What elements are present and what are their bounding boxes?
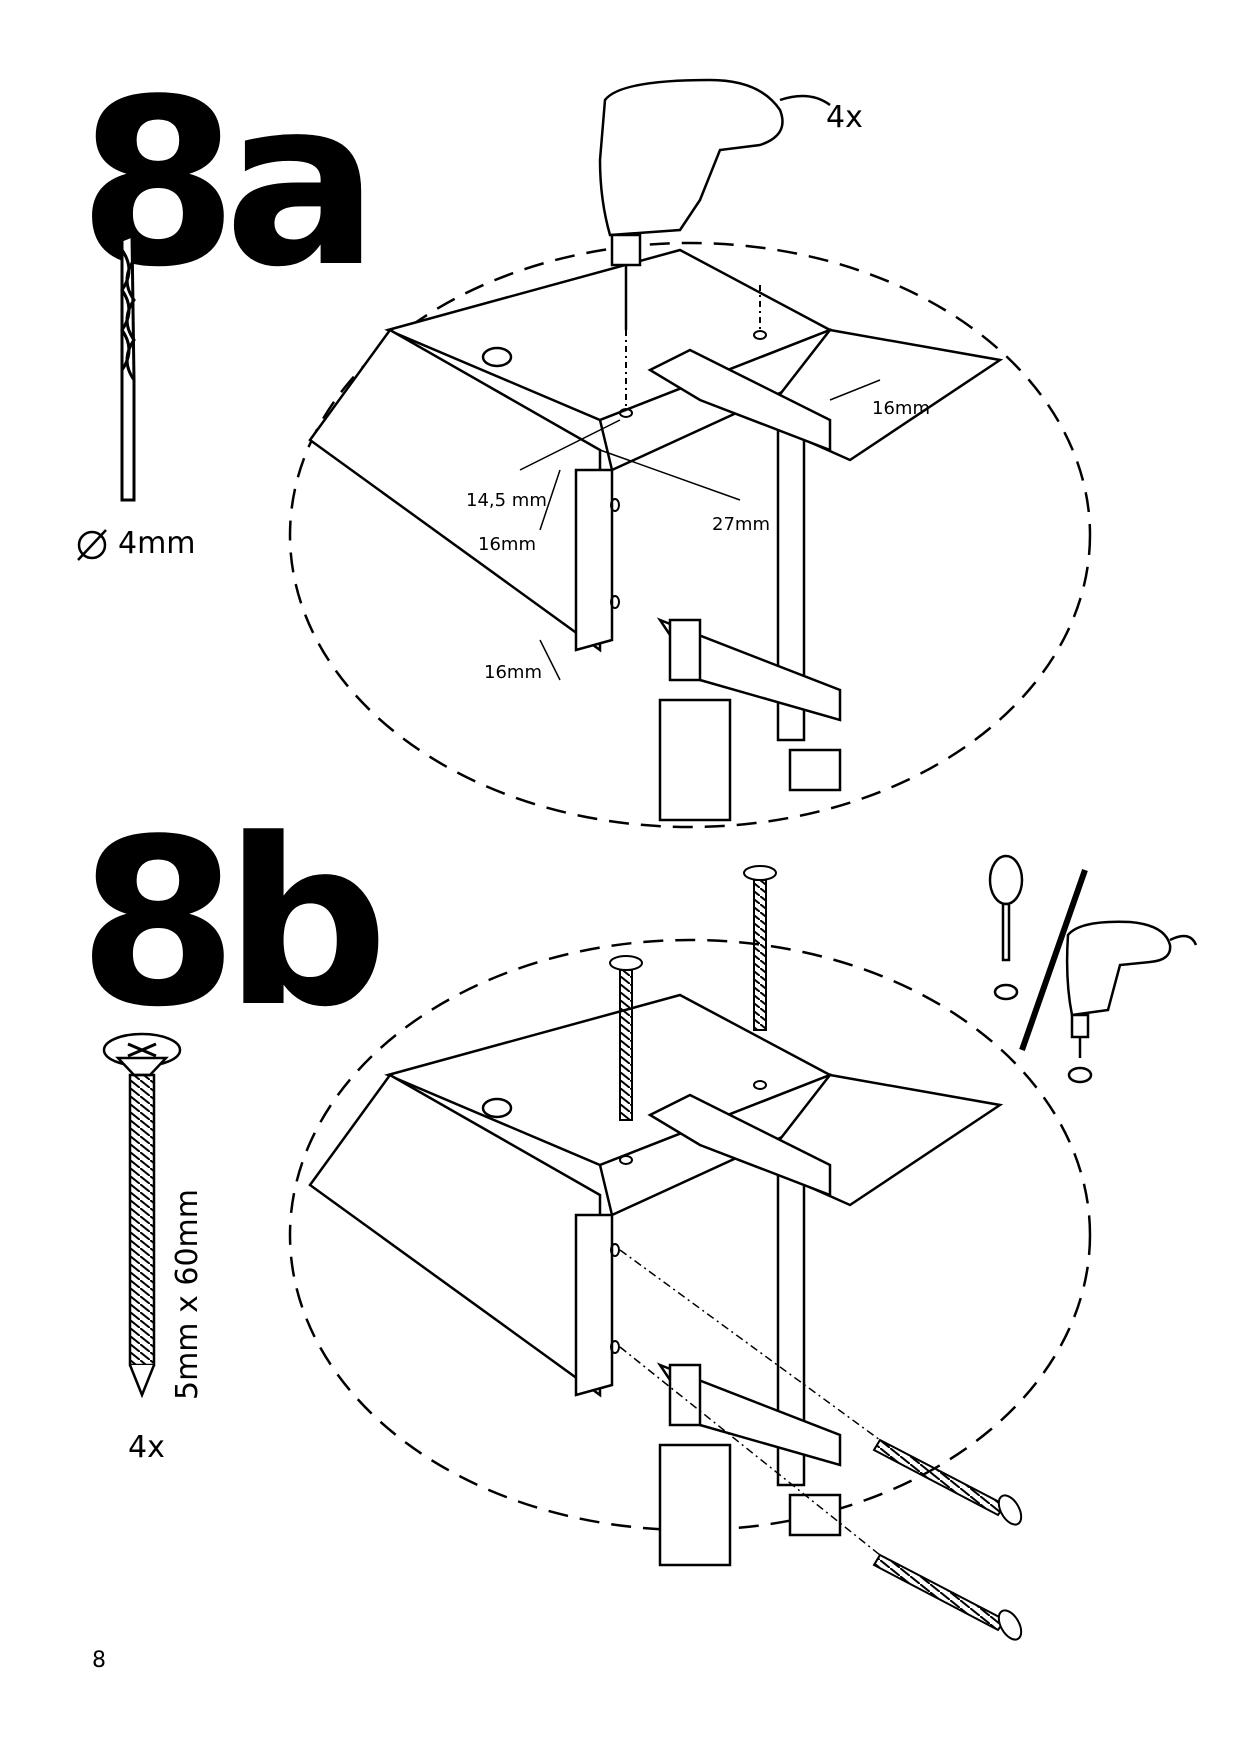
power-drill-icon [598, 78, 831, 330]
dimension-label: 16mm [478, 534, 536, 555]
panel-assembly-8a [308, 248, 1004, 653]
hole-marker [610, 1340, 620, 1354]
page-number: 8 [92, 1648, 106, 1673]
dimension-label: 27mm [712, 514, 770, 535]
screw-guide-line [619, 1346, 881, 1556]
hole-marker [753, 1080, 767, 1090]
wood-screw-icon [609, 865, 1023, 1641]
cam-fitting [481, 1097, 513, 1119]
drill-bit-icon [120, 233, 136, 502]
hole-marker [619, 408, 633, 418]
bar-clamp-8b [647, 1093, 842, 1567]
cam-fitting [481, 346, 513, 368]
detail-zoom-circle-8a [288, 241, 1092, 829]
dimension-label: 14,5 mm [466, 490, 547, 511]
hole-marker [610, 1243, 620, 1257]
screw-quantity-label: 4x [128, 1430, 165, 1465]
hole-marker [610, 595, 620, 609]
dimension-lines-8a [519, 379, 881, 681]
drill-quantity-label: 4x [826, 100, 863, 135]
hole-marker [753, 330, 767, 340]
phillips-screwdriver-icon [988, 854, 1024, 1001]
hole-marker [619, 1155, 633, 1165]
wood-screw-icon [102, 1032, 182, 1399]
panel-assembly-8b [308, 993, 1004, 1398]
step-8b-title: 8b [78, 791, 389, 1058]
diameter-symbol-icon [77, 529, 107, 561]
bar-clamp-8a [647, 348, 842, 822]
dimension-label: 16mm [484, 662, 542, 683]
hole-marker [610, 498, 620, 512]
or-divider [1019, 869, 1088, 1051]
screw-size-label: 5mm x 60mm [170, 1189, 205, 1400]
dimension-label: 16mm [872, 398, 930, 419]
drill-bit-size-label: 4mm [118, 526, 196, 561]
power-drill-icon [1065, 920, 1198, 1084]
